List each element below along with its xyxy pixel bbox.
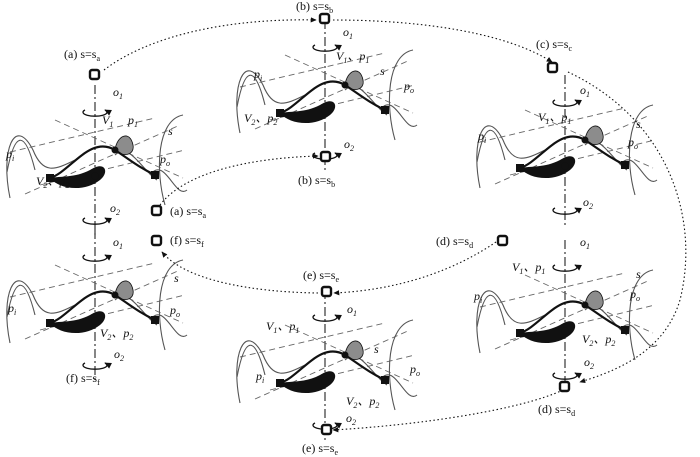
state-d: [477, 240, 657, 390]
svg-text:pi: pi: [7, 301, 16, 317]
svg-text:po: po: [627, 135, 638, 151]
symbols-e: o1 o2 V1、p1 V2、p2 pi po s: [255, 302, 420, 427]
path-a-to-b-center: [159, 153, 319, 206]
svg-text:s: s: [374, 342, 379, 356]
svg-text:V2、p2: V2、p2: [346, 394, 379, 410]
svg-text:o2: o2: [346, 411, 356, 427]
svg-text:po: po: [403, 79, 414, 95]
svg-text:s: s: [636, 267, 641, 281]
svg-text:pi: pi: [5, 147, 14, 163]
path-a-to-b: [103, 17, 317, 71]
svg-text:po: po: [169, 303, 180, 319]
svg-text:V1: V1: [102, 113, 113, 129]
svg-text:o1: o1: [113, 235, 123, 251]
svg-text:s: s: [636, 117, 641, 131]
node-e-bottom: [320, 423, 333, 436]
svg-text:V1、p1: V1、p1: [266, 319, 299, 335]
svg-text:V1、p1: V1、p1: [538, 110, 571, 126]
svg-text:po: po: [409, 362, 420, 378]
state-b: [237, 20, 417, 170]
symbols-b: o1 o2 V1、p1 V2、p2 pi po s: [244, 25, 414, 153]
label-e-bottom: (e) s=se: [302, 441, 338, 457]
svg-text:pi: pi: [477, 129, 486, 145]
svg-text:V2、p2: V2、p2: [582, 332, 615, 348]
label-a-center: (a) s=sa: [170, 204, 206, 220]
svg-text:o1: o1: [343, 25, 353, 41]
path-e-to-f-center: [161, 251, 319, 294]
state-c: [477, 75, 657, 225]
state-e: [237, 290, 417, 440]
path-b-to-c: [332, 19, 553, 63]
label-b-top: (b) s=sb: [296, 0, 333, 15]
node-a-top: [88, 68, 101, 81]
svg-text:s: s: [174, 271, 179, 285]
node-b-center: [319, 150, 332, 163]
symbols-c: o1 o2 V1、p1 pi po s: [477, 83, 641, 211]
svg-text:V2、p2: V2、p2: [244, 111, 277, 127]
svg-text:o1: o1: [113, 85, 123, 101]
svg-text:pi: pi: [255, 369, 264, 385]
svg-text:V2、p2: V2、p2: [36, 174, 69, 190]
node-f-center: [150, 234, 163, 247]
path-d-to-e: [332, 389, 564, 433]
svg-text:o1: o1: [347, 302, 357, 318]
symbols-f: o1 o2 V2、p2 pi po s: [7, 235, 180, 363]
path-c-to-d: [567, 71, 687, 384]
node-d-center: [496, 234, 509, 247]
svg-text:s: s: [380, 64, 385, 78]
svg-text:o1: o1: [580, 83, 590, 99]
state-f: [7, 230, 187, 380]
label-f-center: (f) s=sf: [170, 233, 204, 249]
svg-text:p1: p1: [127, 113, 138, 129]
label-d-bottom: (d) s=sd: [538, 402, 575, 418]
svg-text:V1、p1: V1、p1: [512, 260, 545, 276]
label-d-center: (d) s=sd: [436, 234, 473, 250]
svg-text:o2: o2: [583, 195, 593, 211]
svg-text:o2: o2: [344, 137, 354, 153]
symbols-d: o1 o2 V1、p1 V2、p2 pi po s: [473, 235, 641, 371]
label-e-center: (e) s=se: [303, 268, 339, 284]
svg-text:po: po: [629, 287, 640, 303]
node-d-bottom: [558, 380, 571, 393]
label-b-center: (b) s=sb: [298, 173, 335, 189]
node-e-center: [320, 285, 333, 298]
svg-text:pi: pi: [253, 67, 262, 83]
svg-text:o2: o2: [114, 347, 124, 363]
svg-text:o1: o1: [580, 235, 590, 251]
node-b-top: [318, 12, 331, 25]
svg-text:pi: pi: [473, 289, 482, 305]
svg-text:V2、p2: V2、p2: [100, 326, 133, 342]
label-c-top: (c) s=sc: [536, 37, 572, 53]
label-a-top: (a) s=sa: [64, 47, 100, 63]
node-c-top: [546, 61, 559, 74]
svg-text:po: po: [159, 152, 170, 168]
svg-text:V1、p1: V1、p1: [336, 49, 369, 65]
svg-text:o2: o2: [110, 201, 120, 217]
svg-text:o2: o2: [584, 355, 594, 371]
svg-text:s: s: [168, 124, 173, 138]
node-a-center: [150, 204, 163, 217]
path-d-to-e-center: [333, 241, 497, 296]
symbols-a: o1 o2 V1 p1 V2、p2 pi po s: [5, 85, 173, 217]
label-f-bottom: (f) s=sf: [66, 371, 100, 387]
